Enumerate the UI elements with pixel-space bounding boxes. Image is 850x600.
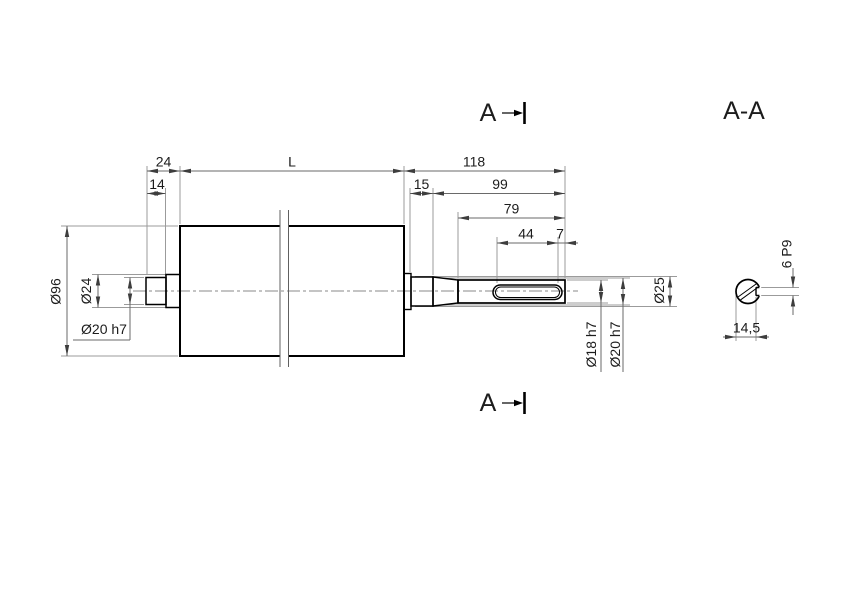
right-shaft-key-section	[457, 279, 566, 304]
keyway-slot-outer	[492, 284, 563, 301]
key-depth-label: 14,5	[733, 320, 760, 336]
dim-label-14: 14	[149, 176, 165, 192]
dim-label-L: L	[288, 154, 296, 170]
keyway-notch-mask	[755, 286, 762, 297]
keyway-slot-inner	[495, 286, 560, 298]
dim-label-44: 44	[518, 226, 534, 242]
dim-label-24: 24	[156, 154, 172, 170]
dim-label-118: 118	[463, 154, 486, 170]
hatch-lines	[737, 283, 759, 301]
dim-label-99: 99	[492, 176, 508, 192]
extension-lines	[61, 166, 799, 357]
section-letter-top: A	[480, 99, 497, 127]
dia-label-20-right: Ø20 h7	[607, 321, 623, 367]
section-view	[735, 278, 762, 305]
part-outlines	[145, 210, 566, 367]
dia-label-20-left: Ø20 h7	[81, 321, 127, 337]
section-view-title: A-A	[723, 97, 765, 125]
key-width-label: 6 P9	[779, 239, 795, 268]
dimension-lines	[64, 168, 796, 372]
cut-arrowhead-top-icon	[514, 109, 523, 117]
dia-label-25: Ø25	[651, 277, 667, 304]
section-letter-bottom: A	[480, 389, 497, 417]
left-shaft-collar	[165, 273, 181, 309]
dim-label-7: 7	[556, 226, 564, 242]
cut-arrowhead-bottom-icon	[514, 399, 523, 407]
dia-label-96: Ø96	[48, 278, 64, 305]
dim-label-79: 79	[504, 201, 520, 217]
dia-label-18-right: Ø18 h7	[583, 321, 599, 367]
dim-label-15: 15	[414, 176, 430, 192]
annotation-texts: 24 L 118 14 15 99 79 44 7 Ø96 Ø24 Ø20 h7…	[48, 97, 795, 417]
section-cut-markers	[502, 102, 526, 414]
dia-label-24: Ø24	[78, 278, 94, 305]
